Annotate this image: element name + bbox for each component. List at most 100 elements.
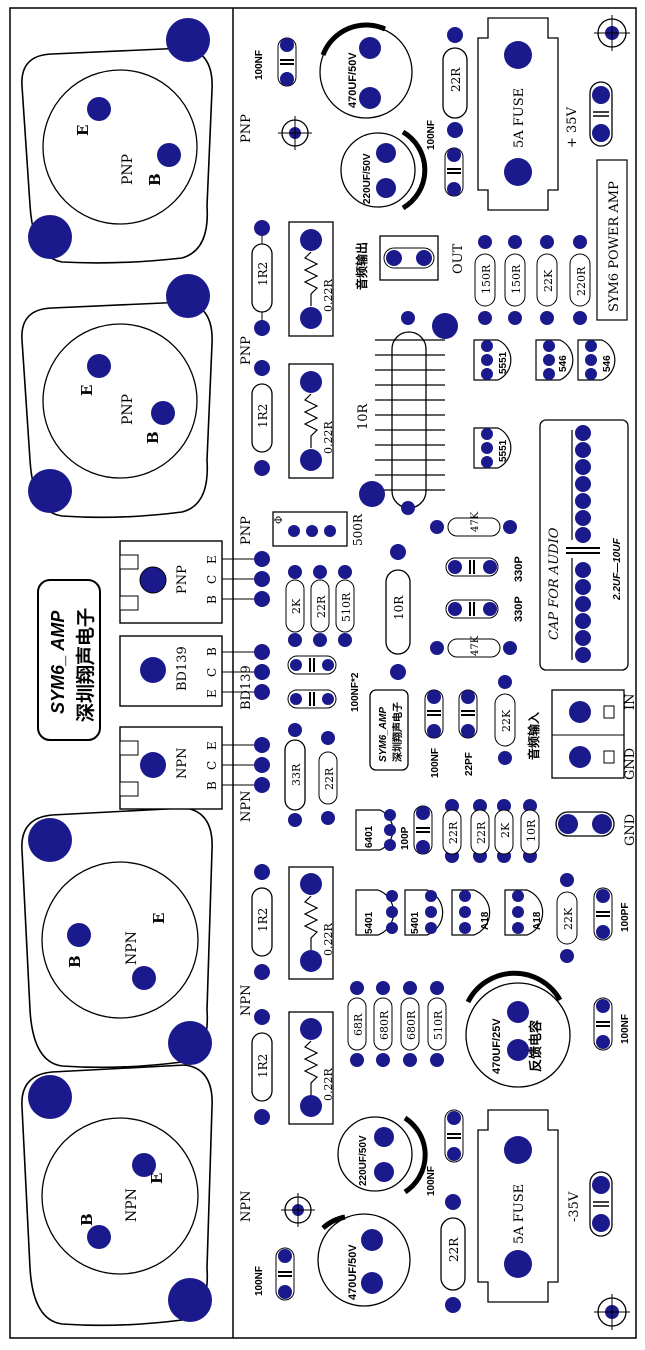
resistor-label: 22K bbox=[500, 709, 513, 732]
driver-transistor-bd139: BD139 E C B bbox=[119, 635, 270, 707]
brand-logo: SYM6_ AMP 深圳翔声电子 bbox=[37, 579, 101, 741]
transistor-label: 6401 bbox=[364, 825, 375, 848]
transistor-label: 546 bbox=[602, 355, 613, 372]
resistor-22k-top: 22K bbox=[536, 235, 558, 325]
resistor-1r2-4: 1R2 bbox=[251, 1009, 273, 1125]
fuse-top: 5A FUSE bbox=[477, 17, 559, 211]
mounting-hole-top-left bbox=[278, 116, 312, 150]
resistor-label: 10R bbox=[392, 595, 406, 620]
power-terminal-positive: + 35V bbox=[565, 81, 613, 148]
capacitor-label: 470UF/50V bbox=[347, 1244, 359, 1300]
audio-input-chinese: 音频输入 bbox=[526, 712, 541, 760]
fuse-bottom: 5A FUSE bbox=[477, 1109, 559, 1303]
resistor-label: 220R bbox=[575, 266, 588, 296]
pin-e-label: E bbox=[205, 741, 219, 750]
resistor-2k-a: 2K bbox=[285, 565, 305, 647]
negative-rail-label: -35V bbox=[567, 1191, 582, 1222]
resistor-680r-a: 680R bbox=[373, 981, 393, 1067]
resistor-68r: 68R bbox=[347, 981, 367, 1067]
capacitor-22pf: 22PF bbox=[458, 689, 478, 776]
bd139-label: BD139 bbox=[239, 665, 254, 710]
fuse-label: 5A FUSE bbox=[512, 88, 527, 148]
emitter-label: E bbox=[150, 913, 168, 924]
resistor-label: 510R bbox=[340, 592, 353, 622]
base-label: B bbox=[146, 173, 164, 186]
resistor-label: 47K bbox=[470, 511, 481, 532]
capacitor-100nf-2: 100NF*2 bbox=[287, 655, 361, 712]
transistor-5551-b: 5551 bbox=[473, 427, 512, 469]
emitter-label: E bbox=[78, 385, 96, 396]
capacitor-label: 470UF/25V bbox=[491, 1018, 503, 1074]
resistor-2k-b: 2K bbox=[494, 799, 514, 863]
pin-e-label: E bbox=[205, 555, 219, 564]
resistor-22r-a: 22R bbox=[310, 565, 330, 647]
resistor-47k-a: 47K bbox=[430, 511, 517, 537]
resistor-1r2-2: 1R2 bbox=[251, 360, 273, 476]
pin-c-label: C bbox=[205, 575, 219, 584]
capacitor-label: 100NF*2 bbox=[350, 672, 361, 712]
transistor-6401: 6401 bbox=[355, 809, 396, 851]
capacitor-220uf-top: 220UF/50V bbox=[340, 129, 428, 211]
resistor-22r-c: 22R bbox=[442, 799, 462, 863]
resistor-510r-a: 510R bbox=[335, 565, 355, 647]
capacitor-100p: 100P bbox=[400, 805, 433, 855]
pin-e-label: E bbox=[205, 689, 219, 698]
capacitor-label: 100P bbox=[400, 826, 411, 850]
brand-chinese: 深圳翔声电子 bbox=[74, 608, 97, 722]
resistor-label: 150R bbox=[480, 264, 493, 294]
resistor-label: 22R bbox=[449, 67, 463, 92]
transistor-5401-b: 5401 bbox=[404, 889, 444, 936]
capacitor-100nf-right: 100NF bbox=[593, 997, 631, 1051]
transistor-type-label: PNP bbox=[120, 154, 136, 185]
capacitor-label: 100NF bbox=[426, 120, 437, 150]
transistor-label: 5401 bbox=[410, 911, 421, 934]
resistor-label: 22K bbox=[542, 269, 555, 292]
transistor-type-label: PNP bbox=[120, 394, 136, 425]
power-transistor-pnp-2: E B PNP bbox=[21, 274, 213, 519]
capacitor-label: 220UF/50V bbox=[358, 1135, 369, 1186]
base-label: B bbox=[144, 431, 162, 444]
resistor-label: 0.22R bbox=[322, 421, 335, 454]
brand-title: SYM6_ AMP bbox=[48, 610, 68, 714]
capacitor-330p-b: 330P bbox=[445, 596, 525, 622]
fuse-label: 5A FUSE bbox=[512, 1184, 527, 1244]
resistor-label: 1R2 bbox=[256, 1054, 270, 1078]
transistor-type-label: NPN bbox=[124, 1188, 140, 1222]
capacitor-100nf-top-right: 100NF bbox=[426, 120, 464, 197]
board-title: SYM6 POWER AMP bbox=[607, 181, 622, 312]
capacitor-label: 220UF/50V bbox=[362, 153, 373, 204]
resistor-label: 150R bbox=[510, 264, 523, 294]
brand-chinese-small: 深圳翔声电子 bbox=[391, 702, 404, 762]
mounting-hole-top-right bbox=[594, 15, 630, 51]
base-label: B bbox=[78, 1213, 96, 1226]
power-transistor-npn-2: B E NPN bbox=[21, 1064, 213, 1327]
transistor-546-a: 546 bbox=[535, 339, 574, 381]
capacitor-label: 100NF bbox=[430, 748, 441, 778]
resistor-label: 68R bbox=[352, 1013, 365, 1036]
pin-c-label: C bbox=[205, 761, 219, 770]
capacitor-100nf-mid: 100NF bbox=[424, 689, 444, 778]
resistor-label: 22R bbox=[447, 821, 460, 844]
pnp-label-top: PNP bbox=[239, 114, 254, 143]
mounting-hole-bottom-left bbox=[281, 1193, 315, 1227]
resistor-1r2-1: 1R2 bbox=[251, 220, 273, 336]
brand-title-small: SYM6_AMP bbox=[378, 707, 389, 762]
audio-input-connector: 音频输入 GND IN bbox=[526, 689, 638, 780]
transistor-a18-a: A18 bbox=[451, 889, 491, 936]
capacitor-label: 100NF bbox=[254, 1266, 265, 1296]
resistor-510r-b: 510R bbox=[427, 981, 447, 1067]
transistor-546-b: 546 bbox=[577, 339, 616, 381]
resistor-022-1: 0.22R bbox=[288, 221, 335, 337]
power-transistor-pnp-1: E B PNP bbox=[21, 18, 213, 264]
npn-label-b: NPN bbox=[239, 985, 254, 1017]
base-label: B bbox=[66, 955, 84, 968]
cap-range-label: 2.2UF—10UF bbox=[612, 537, 623, 601]
ground-terminal: GND bbox=[555, 811, 638, 846]
transistor-label: 546 bbox=[558, 355, 569, 372]
resistor-22r-top: 22R bbox=[442, 27, 468, 138]
capacitor-label: 100NF bbox=[254, 50, 265, 80]
resistor-22r-bottom: 22R bbox=[440, 1194, 466, 1313]
driver-transistor-npn: NPN B C E bbox=[119, 726, 270, 810]
resistor-label: 47K bbox=[470, 635, 481, 656]
